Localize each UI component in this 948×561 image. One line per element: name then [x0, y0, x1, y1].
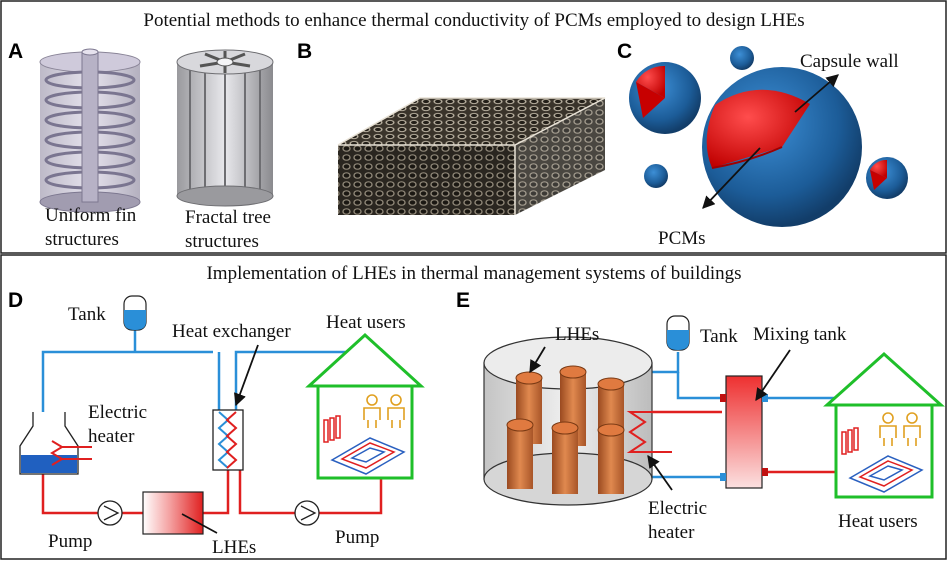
- top-panel-frame: [0, 0, 947, 254]
- tank-d: [123, 295, 147, 331]
- uniform-fin-label-line1: Uniform fin: [45, 205, 137, 226]
- lhes-e-label: LHEs: [555, 324, 599, 345]
- tank-e: [666, 315, 690, 351]
- mixing-tank-label: Mixing tank: [753, 324, 847, 345]
- tank-e-label: Tank: [700, 326, 738, 347]
- people-e-icon: [879, 412, 921, 446]
- radiator-d-icon: [323, 415, 341, 443]
- floor-heating-d-icon: [330, 437, 406, 475]
- lhes-d-arrow: [181, 513, 218, 534]
- top-section-title: Potential methods to enhance thermal con…: [143, 10, 804, 31]
- mixing-tank: [720, 375, 768, 489]
- heat-users-e-label: Heat users: [838, 511, 918, 532]
- microcapsules: [629, 46, 908, 227]
- radiator-e-icon: [841, 427, 859, 455]
- lhes-d-label: LHEs: [212, 537, 256, 558]
- uniform-fin-label-line2: structures: [45, 229, 119, 250]
- electric-heater-e-arrow: [647, 454, 673, 491]
- pcms-label: PCMs: [658, 228, 706, 249]
- house-d: [305, 332, 425, 480]
- electric-heater-d-label-line2: heater: [88, 426, 135, 447]
- electric-heater-e-label-line1: Electric: [648, 498, 707, 519]
- electric-heater-e: [626, 410, 722, 453]
- electric-heater-e-label-line2: heater: [648, 522, 695, 543]
- fractal-tree-label-line2: structures: [185, 231, 259, 252]
- lhe-cylinders: [506, 365, 625, 494]
- system-e-pipes: [652, 352, 870, 479]
- heat-exchanger-label: Heat exchanger: [172, 321, 291, 342]
- bottom-panel-frame: [0, 254, 947, 560]
- pcms-arrow: [702, 147, 761, 209]
- people-d-icon: [363, 394, 405, 428]
- pump-d-left: [97, 500, 123, 526]
- pump-d-left-label: Pump: [48, 531, 92, 552]
- capsule-wall-label: Capsule wall: [800, 51, 899, 72]
- panel-b-label: B: [297, 40, 312, 63]
- house-e: [823, 351, 945, 499]
- panel-a-label: A: [8, 40, 23, 63]
- tank-d-label: Tank: [68, 304, 106, 325]
- uniform-fin-cylinder: [39, 48, 141, 213]
- panel-d-label: D: [8, 289, 23, 312]
- panel-c-label: C: [617, 40, 632, 63]
- fractal-tree-cylinder: [176, 49, 274, 207]
- lhe-storage-drum: [483, 336, 653, 506]
- mixing-tank-arrow: [755, 349, 791, 402]
- fractal-tree-label-line1: Fractal tree: [185, 207, 271, 228]
- bottom-section-title: Implementation of LHEs in thermal manage…: [206, 263, 741, 284]
- lhes-e-arrow: [529, 346, 546, 374]
- electric-heater-d-label-line1: Electric: [88, 402, 147, 423]
- pump-d-right-label: Pump: [335, 527, 379, 548]
- system-d-pipes: [41, 325, 383, 515]
- pump-d-right: [294, 500, 320, 526]
- capsule-wall-arrow: [794, 74, 839, 113]
- heat-exchanger-arrow: [233, 344, 259, 407]
- panel-e-label: E: [456, 289, 470, 312]
- metal-foam-block: [337, 97, 606, 215]
- heat-exchanger-d: [212, 409, 244, 471]
- lhes-d: [142, 491, 204, 535]
- electric-heater-d: [19, 412, 92, 475]
- heat-users-d-label: Heat users: [326, 312, 406, 333]
- floor-heating-e-icon: [848, 455, 924, 493]
